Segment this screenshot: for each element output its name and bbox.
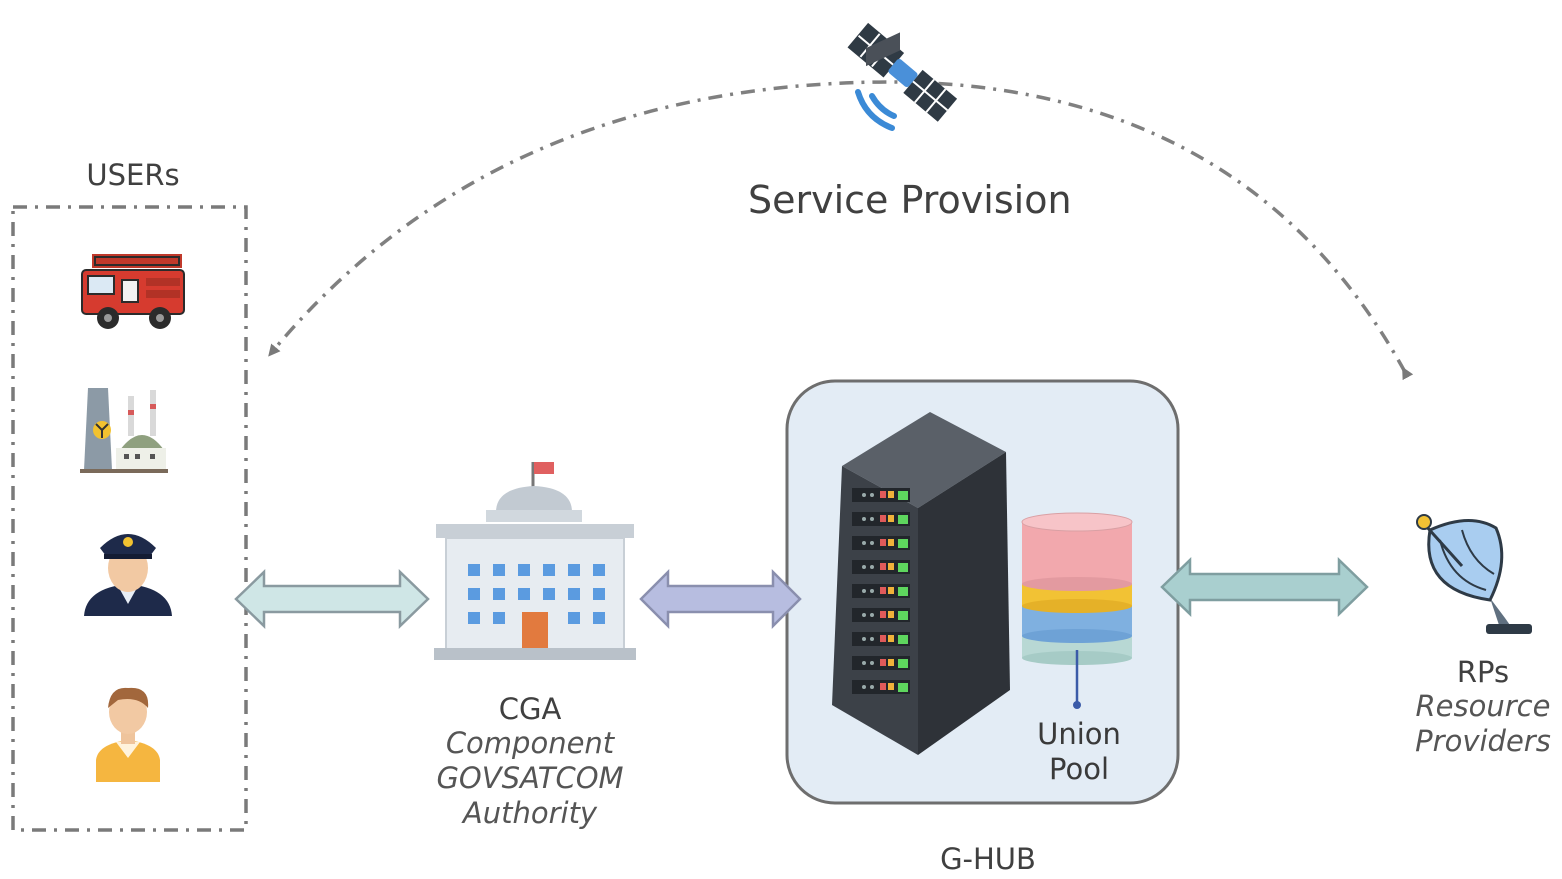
server-rack-icon	[832, 32, 1010, 755]
cga-label: CGA	[498, 692, 562, 726]
rps-description-line-1: Resource	[1415, 689, 1551, 723]
database-stack-icon	[1021, 512, 1133, 709]
ghub-label: G-HUB	[940, 842, 1036, 876]
rps-label-group: RPs Resource Providers	[1408, 655, 1558, 759]
union-pool-label: Union Pool	[1020, 717, 1138, 787]
nuclear-plant-icon	[80, 388, 168, 473]
satellite-icon	[847, 22, 958, 131]
cga-label-group: CGA Component GOVSATCOM Authority	[420, 692, 640, 831]
arrow-ghub-rps	[1160, 557, 1369, 617]
arrow-cga-ghub	[639, 568, 802, 630]
cga-description-line-2: GOVSATCOM	[436, 761, 624, 795]
cga-description-line-1: Component	[445, 726, 615, 760]
service-provision-arc	[268, 80, 1414, 381]
users-label: USERs	[86, 158, 180, 192]
fire-truck-icon	[81, 254, 185, 329]
union-pool-line-2: Pool	[1049, 752, 1109, 786]
service-provision-title: Service Provision	[748, 178, 1072, 222]
rps-label: RPs	[1456, 655, 1510, 689]
rps-description-line-2: Providers	[1415, 724, 1551, 758]
government-building-icon	[434, 462, 636, 660]
police-officer-icon	[84, 534, 172, 616]
satellite-dish-icon	[1416, 514, 1532, 634]
cga-description-line-3: Authority	[462, 796, 598, 830]
arrow-users-cga	[234, 569, 430, 629]
union-pool-line-1: Union	[1037, 717, 1121, 751]
civilian-user-icon	[96, 687, 160, 782]
